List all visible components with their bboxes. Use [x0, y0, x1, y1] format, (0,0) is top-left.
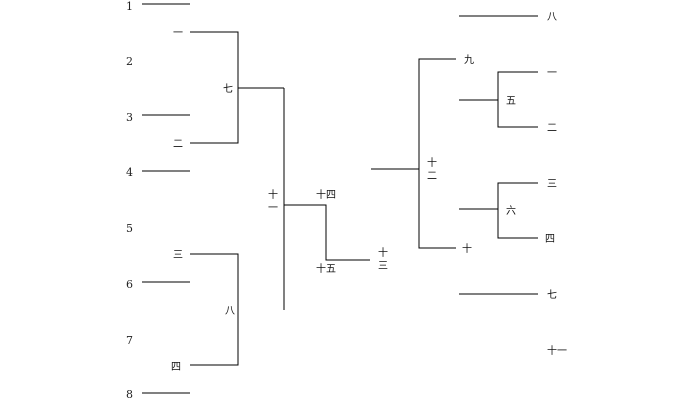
- seed-number-8: 8: [126, 388, 133, 400]
- match-label-upper-bottom: 二: [173, 139, 183, 150]
- right-upper-pair-connector: [497, 71, 538, 128]
- right-center-label-top: 十: [427, 156, 437, 169]
- right-bye-top-label: 八: [547, 12, 557, 23]
- seed-number-3: 3: [126, 111, 133, 124]
- right-group-top-label: 九: [464, 54, 474, 66]
- seed-number-7: 7: [126, 334, 133, 347]
- branch-label-14: 十四: [316, 188, 336, 201]
- match-winner-upper: 七: [223, 83, 233, 95]
- match-label-lower-bottom: 四: [171, 362, 181, 373]
- match-connector-lower: [190, 253, 239, 366]
- semifinal-label-top: 十: [268, 188, 278, 201]
- right-bye-bottom-label: 七: [547, 289, 557, 301]
- final-label-top: 十: [378, 246, 388, 259]
- right-lower-pair-connector: [497, 182, 538, 239]
- right-group-bottom-label: 十: [462, 242, 472, 255]
- right-upper-pair-winner: 五: [506, 96, 516, 107]
- branch-label-15: 十五: [316, 262, 336, 275]
- right-extra-label: 十一: [547, 344, 567, 357]
- right-lower-pair-bottom: 四: [545, 234, 555, 245]
- match-label-lower-top: 三: [173, 250, 183, 261]
- right-upper-pair-top: 一: [547, 68, 557, 79]
- seed-number-6: 6: [126, 278, 133, 291]
- right-upper-pair-bottom: 二: [547, 123, 557, 134]
- seed-number-4: 4: [126, 166, 133, 179]
- final-connector: [284, 204, 370, 261]
- semifinal-label-bottom: 一: [268, 203, 278, 214]
- seed-number-2: 2: [126, 55, 133, 68]
- match-winner-lower: 八: [225, 306, 235, 317]
- right-lower-pair-top: 三: [547, 179, 557, 190]
- right-lower-pair-winner: 六: [506, 205, 516, 217]
- right-outer-connector: [418, 58, 456, 249]
- final-label-bottom: 三: [378, 261, 388, 272]
- match-label-upper-top: 一: [173, 28, 183, 39]
- seed-number-1: 1: [126, 0, 133, 13]
- right-center-label-bottom: 二: [427, 171, 437, 182]
- seed-number-5: 5: [126, 222, 133, 235]
